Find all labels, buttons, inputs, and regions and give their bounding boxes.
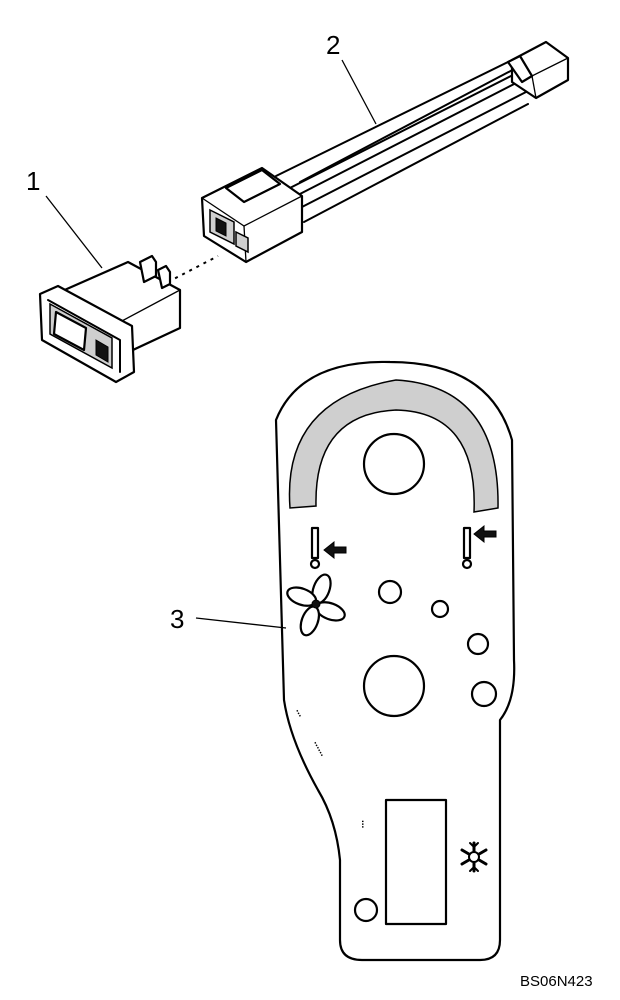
temp-indicator-right [461,524,497,570]
panel-hole [470,680,498,708]
leader-line-2 [341,59,377,125]
lower-knob-hole [362,654,426,718]
callout-number-3: 3 [170,604,184,634]
leader-line-1 [45,195,103,269]
fan-icon [286,573,346,637]
top-knob-hole [362,432,426,496]
callout-number-1: 1 [26,166,40,196]
wire-harness [200,40,570,264]
alignment-dotted-line [167,255,219,283]
panel-text-mark: ... [359,820,370,829]
panel-hole [430,599,450,619]
rectangular-cutout [384,798,448,926]
arrow-left-icon [473,524,497,544]
harness-end-connector [506,40,570,100]
callout-number-2: 2 [326,30,340,60]
arrow-left-icon [323,540,347,560]
rocker-switch [38,254,182,384]
panel-hole [353,897,379,923]
control-panel-plate: ... ...... ... [274,360,516,962]
harness-near-connector [200,166,304,264]
temp-indicator-left [309,526,347,570]
temperature-arc-slot [288,379,499,513]
snowflake-icon [460,841,488,873]
panel-hole [466,632,490,656]
panel-hole [377,579,403,605]
figure-id: BS06N423 [520,973,593,990]
leader-line-3 [195,617,287,629]
